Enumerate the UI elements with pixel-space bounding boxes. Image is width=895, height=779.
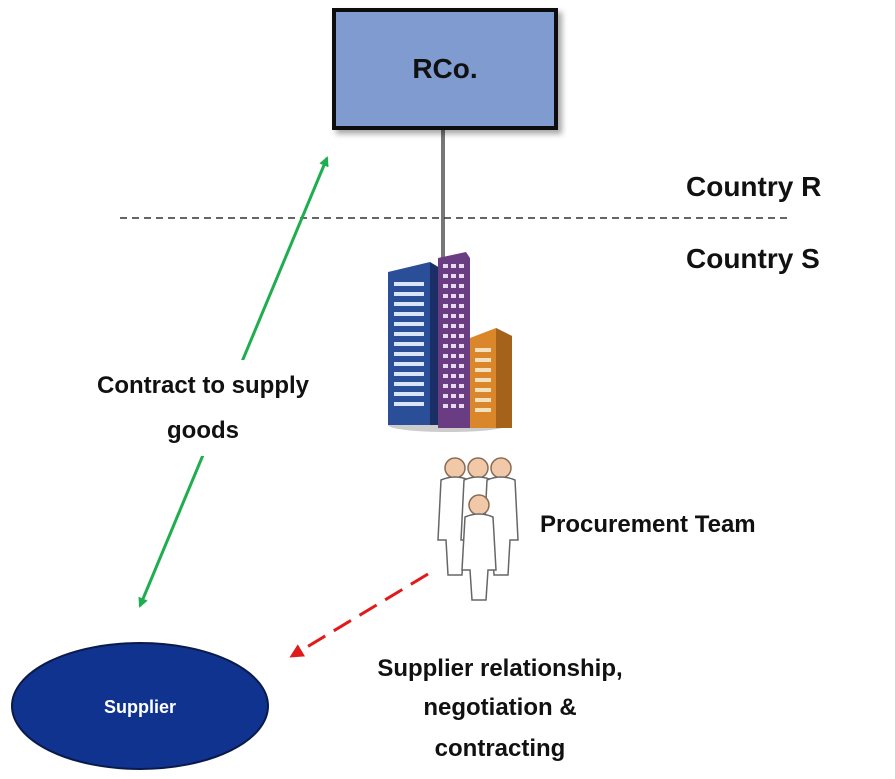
- people-group-icon: [437, 457, 519, 601]
- rco-label: RCo.: [412, 53, 477, 84]
- country-r-label: Country R: [686, 171, 821, 202]
- country-s-label: Country S: [686, 243, 820, 274]
- relationship-label-line2: negotiation &: [423, 694, 576, 721]
- contract-label-line1: Contract to supply: [97, 372, 310, 399]
- supplier-label: Supplier: [104, 697, 176, 717]
- relationship-arrow: [289, 572, 429, 658]
- contract-label-line2: goods: [167, 417, 239, 444]
- relationship-label-line1: Supplier relationship,: [377, 655, 622, 682]
- office-buildings-icon: [388, 252, 512, 432]
- relationship-label-line3: contracting: [435, 735, 566, 762]
- procurement-team-label: Procurement Team: [540, 511, 756, 538]
- supplier-node[interactable]: Supplier: [11, 642, 269, 770]
- rco-box[interactable]: RCo.: [332, 8, 558, 130]
